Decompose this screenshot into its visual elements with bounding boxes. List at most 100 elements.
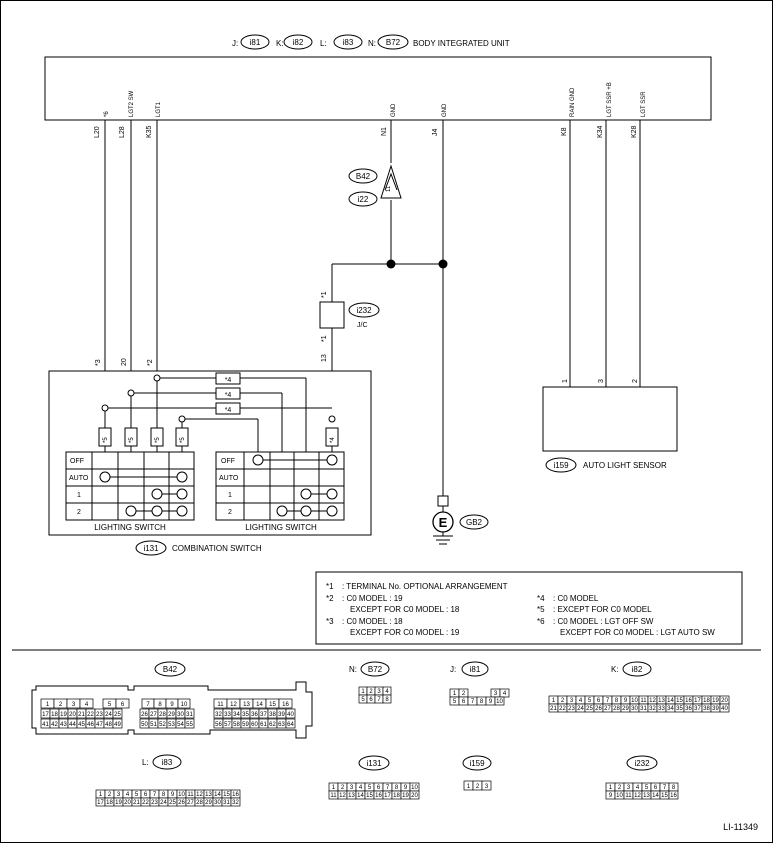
i82-pin-label-2: 2 xyxy=(561,698,565,704)
b42-pin-label-29: 29 xyxy=(168,712,175,718)
i83-pin-label-4: 4 xyxy=(126,792,130,798)
i159-pin-label-3: 3 xyxy=(485,784,489,790)
joint-connector-i232: i232 J/C *1 *1 13 xyxy=(319,291,380,362)
star4-label-2: *4 xyxy=(225,392,232,399)
combination-conn: i131 xyxy=(143,544,159,553)
b42-pin-55 xyxy=(184,718,195,729)
header-prefix-j: J: xyxy=(232,39,238,48)
i82-pin-label-5: 5 xyxy=(588,698,592,704)
b42-pin-label-27: 27 xyxy=(150,712,157,718)
b42-pin-label-39: 39 xyxy=(278,712,285,718)
i232-pin-label-11: 11 xyxy=(625,793,632,799)
b42-pin-label-40: 40 xyxy=(287,712,294,718)
b42-pin-label-20: 20 xyxy=(69,712,76,718)
biu-pin-code-j4: J4 xyxy=(432,129,439,137)
header-prefix-n: N: xyxy=(368,39,376,48)
star4-box-2 xyxy=(215,387,241,400)
conn-view-i159-name: i159 xyxy=(469,759,485,768)
i131-pin-label-15: 15 xyxy=(366,793,373,799)
i82-pin-label-14: 14 xyxy=(667,698,674,704)
b42-pin-label-21: 21 xyxy=(78,712,85,718)
header: J: i81 K: i82 L: i83 N: B72 BODY INTEGRA… xyxy=(232,34,510,50)
conn-bubble-l xyxy=(333,34,363,50)
i232-pin-label-5: 5 xyxy=(645,785,649,791)
i83-pin-label-32: 32 xyxy=(232,800,239,806)
i82-pin-label-29: 29 xyxy=(622,706,629,712)
conn-view-i83-name: i83 xyxy=(162,758,173,767)
sensor-pin-3: 3 xyxy=(598,379,605,383)
jc-conn: i232 xyxy=(356,306,372,315)
note-text-3: : C0 MODEL : 18 xyxy=(342,617,403,626)
i82-pin-label-22: 22 xyxy=(559,706,566,712)
conn-bubble-i22 xyxy=(348,191,378,207)
star5-label-2: *5 xyxy=(129,437,135,443)
b72-pin-label-6: 6 xyxy=(369,697,373,703)
biu-pin-code-k28: K28 xyxy=(631,125,638,138)
b72-pin-label-1: 1 xyxy=(361,689,365,695)
star5-box-2 xyxy=(124,427,138,447)
i82-pin-label-17: 17 xyxy=(694,698,701,704)
i131-pin-label-10: 10 xyxy=(411,785,418,791)
b42-pin-label-18: 18 xyxy=(51,712,58,718)
i131-pin-label-9: 9 xyxy=(404,785,408,791)
b72-pin-label-8: 8 xyxy=(385,697,389,703)
switch-wire-label-2: 20 xyxy=(121,358,128,366)
b42-pin-label-30: 30 xyxy=(177,712,184,718)
i82-pin-label-18: 18 xyxy=(703,698,710,704)
b42-pin-label-13: 13 xyxy=(243,702,250,708)
switch1-label: LIGHTING SWITCH xyxy=(94,523,166,532)
notes-box xyxy=(315,571,743,645)
i83-pin-label-1: 1 xyxy=(99,792,103,798)
i131-pin-label-5: 5 xyxy=(368,785,372,791)
b42-pin-label-50: 50 xyxy=(141,722,148,728)
i232-pin-label-13: 13 xyxy=(643,793,650,799)
star5-label-1: *5 xyxy=(103,437,109,443)
b42-pin-label-24: 24 xyxy=(105,712,112,718)
junction-k35 xyxy=(153,374,161,382)
b42-pin-label-4: 4 xyxy=(85,702,89,708)
i82-pin-label-24: 24 xyxy=(577,706,584,712)
i83-pin-label-23: 23 xyxy=(151,800,158,806)
body-integrated-unit-box xyxy=(44,56,712,121)
biu-pin-label-l28: LGT2 SW xyxy=(129,90,135,117)
b42-pin-label-49: 49 xyxy=(114,722,121,728)
conn-bubble-n xyxy=(377,34,409,50)
junction-l20 xyxy=(101,404,109,412)
b42-pin-label-14: 14 xyxy=(256,702,263,708)
conn-bubble-i232 xyxy=(348,302,380,318)
b42-pin-label-56: 56 xyxy=(215,722,222,728)
b42-pin-label-45: 45 xyxy=(78,722,85,728)
b42-pin-label-47: 47 xyxy=(96,722,103,728)
i131-pin-20 xyxy=(409,790,420,800)
i159-pin-3 xyxy=(481,780,492,791)
i81-pin-label-4: 4 xyxy=(503,691,507,697)
i81-pin-label-9: 9 xyxy=(489,699,493,705)
i131-pin-label-2: 2 xyxy=(341,785,345,791)
i82-pin-label-11: 11 xyxy=(640,698,647,704)
i82-pin-label-9: 9 xyxy=(624,698,628,704)
b42-pin-label-31: 31 xyxy=(186,712,193,718)
jc-label: J/C xyxy=(357,322,368,329)
i81-pin-10 xyxy=(494,696,505,706)
i82-pin-label-23: 23 xyxy=(568,706,575,712)
conn-view-i81-prefix: J: xyxy=(450,665,456,674)
junction-jc xyxy=(328,415,336,423)
star5-label-4: *5 xyxy=(180,437,186,443)
i82-pin-label-34: 34 xyxy=(667,706,674,712)
header-conn-n: B72 xyxy=(386,38,401,47)
i232-pin-label-1: 1 xyxy=(609,785,613,791)
b72-pin-8 xyxy=(382,694,392,704)
conn-bubble-b42 xyxy=(348,168,378,184)
i232-pin-label-8: 8 xyxy=(672,785,676,791)
b42-pin-label-37: 37 xyxy=(260,712,267,718)
b42-pin-label-22: 22 xyxy=(87,712,94,718)
conn-view-i81-name: i81 xyxy=(470,665,481,674)
i131-pin-label-11: 11 xyxy=(330,793,337,799)
i131-pin-label-6: 6 xyxy=(377,785,381,791)
biu-pin-code-l28: L28 xyxy=(119,126,126,138)
b42-pin-label-11: 11 xyxy=(217,702,224,708)
b42-pin-label-61: 61 xyxy=(260,722,267,728)
b42-pin-40 xyxy=(285,708,296,719)
auto-light-sensor: 1 3 2 i159 AUTO LIGHT SENSOR xyxy=(542,379,678,473)
